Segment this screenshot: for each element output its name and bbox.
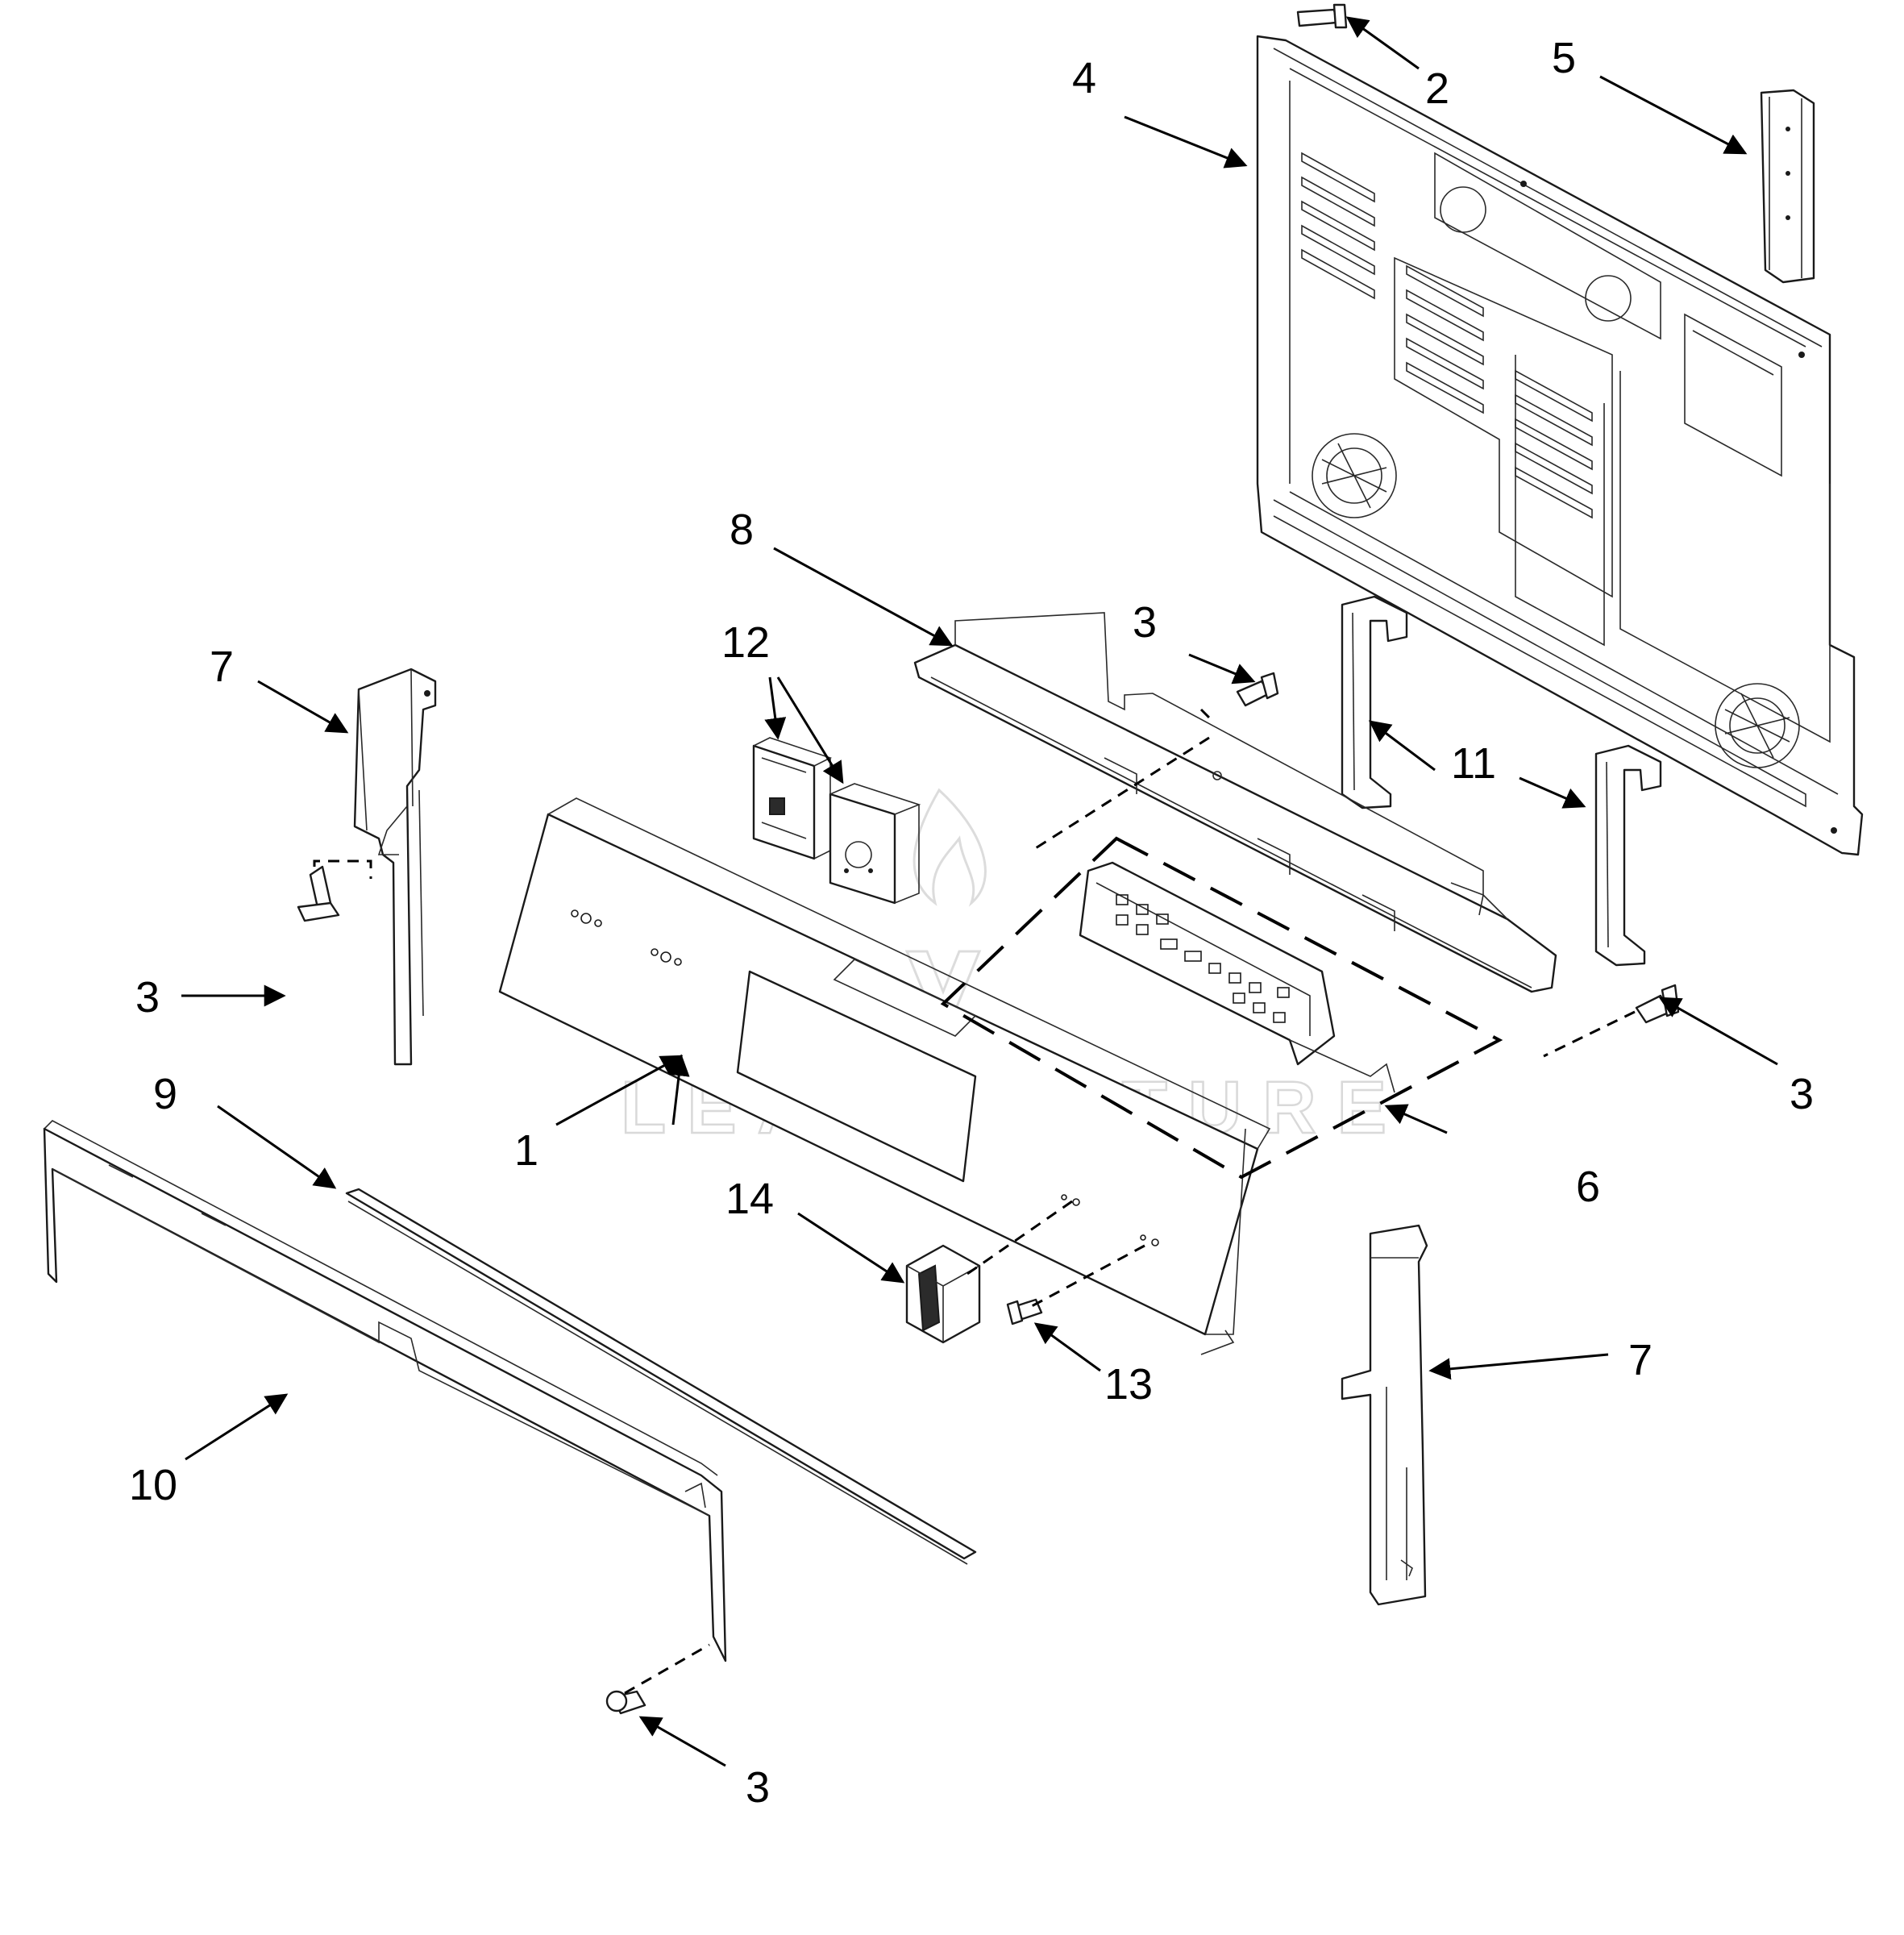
bracket-part-11-left bbox=[1341, 595, 1408, 809]
trim-part-8 bbox=[913, 612, 1557, 993]
switch-part-12-a bbox=[752, 737, 833, 860]
switch-part-12-b bbox=[829, 783, 921, 905]
callout-9: 9 bbox=[153, 1070, 177, 1118]
knob-part-14 bbox=[905, 1244, 981, 1344]
assembly-dashes bbox=[313, 708, 1636, 1695]
screw-part-2 bbox=[1296, 3, 1348, 29]
screw-part-3-bottom bbox=[605, 1690, 646, 1715]
callout-7-left: 7 bbox=[210, 643, 234, 691]
callout-3-right: 3 bbox=[1790, 1070, 1814, 1118]
seal-strip-part-9 bbox=[345, 1188, 977, 1565]
side-bracket-part-7-left bbox=[353, 668, 437, 1066]
callout-10: 10 bbox=[129, 1461, 177, 1509]
callout-13: 13 bbox=[1104, 1360, 1153, 1409]
bracket-part-11-right bbox=[1594, 744, 1662, 967]
callout-3-left: 3 bbox=[135, 973, 160, 1022]
leader-arrows bbox=[181, 16, 1778, 1767]
screw-part-3-left bbox=[297, 865, 340, 922]
callout-7-right: 7 bbox=[1628, 1336, 1652, 1384]
callout-3-bottom: 3 bbox=[746, 1763, 770, 1812]
side-bracket-part-7-right bbox=[1341, 1224, 1428, 1606]
display-board-part-6 bbox=[1079, 861, 1395, 1093]
callout-6: 6 bbox=[1576, 1163, 1600, 1211]
callout-4: 4 bbox=[1072, 54, 1096, 102]
callout-3-trim: 3 bbox=[1133, 598, 1157, 647]
callout-2: 2 bbox=[1425, 64, 1449, 113]
front-trim-part-10 bbox=[43, 1120, 727, 1662]
screw-part-3-trim bbox=[1236, 672, 1279, 707]
callout-11: 11 bbox=[1451, 739, 1496, 788]
callout-labels: 1 2 3 3 3 3 4 5 6 7 7 8 9 10 11 12 13 14 bbox=[129, 34, 1814, 1812]
callout-1: 1 bbox=[514, 1126, 538, 1175]
callout-8: 8 bbox=[730, 506, 754, 554]
rear-panel-part-4 bbox=[1256, 35, 1864, 856]
callout-14: 14 bbox=[725, 1175, 774, 1223]
callout-5: 5 bbox=[1552, 34, 1576, 82]
bracket-part-5 bbox=[1760, 89, 1815, 284]
callout-12: 12 bbox=[721, 618, 770, 667]
screw-part-13 bbox=[1006, 1298, 1043, 1325]
